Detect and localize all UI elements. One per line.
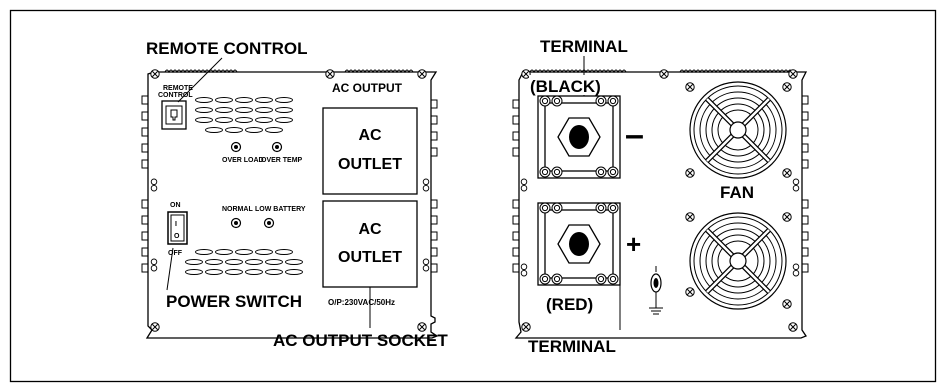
- screw-icon: [150, 322, 160, 332]
- black-label: (BLACK): [530, 77, 601, 96]
- over-temp-led-icon: [271, 141, 283, 153]
- power-switch-callout-bg: [163, 290, 323, 310]
- rear-top-scallops-right: [679, 69, 793, 74]
- screw-icon: [150, 69, 160, 79]
- screw-icon: [659, 69, 669, 79]
- top-vent-scallops-left: [164, 69, 238, 74]
- terminal-top-callout: TERMINAL: [540, 37, 628, 56]
- screw-icon: [788, 322, 798, 332]
- fan-label-bg: [711, 180, 763, 202]
- screw-icon: [417, 69, 427, 79]
- switch-off-label: OFF: [168, 250, 183, 257]
- screw-icon: [788, 69, 798, 79]
- normal-label: NORMAL: [222, 206, 253, 213]
- remote-port-label-line2: CONTROL: [158, 92, 193, 99]
- screw-icon: [685, 168, 695, 178]
- screw-icon: [325, 69, 335, 79]
- black-label-bg: [529, 75, 617, 95]
- ac-outlet-bottom[interactable]: AC OUTLET: [322, 200, 418, 288]
- over-load-label: OVER LOAD: [222, 157, 264, 164]
- ground-icon: [649, 266, 663, 315]
- screw-icon: [782, 82, 792, 92]
- ac-output-socket-callout: AC OUTPUT SOCKET: [273, 331, 448, 350]
- red-label-bg: [543, 293, 607, 313]
- fan-label: FAN: [720, 183, 754, 202]
- positive-sign: +: [626, 229, 641, 259]
- svg-text:AC: AC: [358, 127, 382, 144]
- rear-right-edge-notches: [802, 95, 809, 273]
- remote-control-leader-line: [177, 57, 223, 103]
- fan-bottom-icon: [690, 213, 786, 309]
- low-battery-led-icon: [263, 217, 275, 229]
- ac-outlet-top[interactable]: AC OUTLET: [322, 107, 418, 195]
- svg-text:OUTLET: OUTLET: [338, 156, 402, 173]
- screw-icon: [685, 212, 695, 222]
- svg-text:O: O: [174, 233, 180, 240]
- screw-icon: [685, 82, 695, 92]
- over-temp-label: OVER TEMP: [261, 157, 303, 164]
- left-edge-notches: [141, 95, 148, 273]
- svg-text:AC: AC: [358, 221, 382, 238]
- ac-output-heading: AC OUTPUT: [332, 81, 403, 95]
- red-label: (RED): [546, 295, 593, 314]
- screw-icon: [521, 69, 531, 79]
- normal-led-icon: [230, 217, 242, 229]
- screw-icon: [685, 287, 695, 297]
- screw-icon: [521, 322, 531, 332]
- front-panel: REMOTE CONTROL OVER LOAD OVER TEMP NORMA…: [141, 39, 448, 350]
- power-switch[interactable]: I O: [167, 211, 188, 245]
- remote-control-port[interactable]: [161, 100, 187, 130]
- svg-text:I: I: [175, 221, 177, 228]
- negative-terminal[interactable]: [537, 95, 621, 179]
- remote-port-label-line1: REMOTE: [163, 85, 193, 92]
- remote-control-callout: REMOTE CONTROL: [146, 39, 308, 58]
- screw-icon: [782, 299, 792, 309]
- screw-icon: [417, 322, 427, 332]
- over-load-led-icon: [230, 141, 242, 153]
- rear-left-edge-notches: [512, 99, 519, 273]
- terminal-bottom-callout: TERMINAL: [528, 337, 616, 356]
- rear-panel: – + FAN TERMINAL (BLACK) (RED: [512, 37, 809, 356]
- negative-sign: –: [625, 116, 644, 154]
- output-rating-label: O/P:230VAC/50Hz: [328, 298, 395, 307]
- screw-icon: [782, 212, 792, 222]
- fan-top-icon: [690, 82, 786, 178]
- positive-terminal[interactable]: [537, 202, 621, 286]
- power-switch-callout: POWER SWITCH: [166, 292, 302, 311]
- diagram-frame: [9, 9, 937, 383]
- top-vent-scallops-right: [344, 69, 414, 74]
- screw-icon: [782, 168, 792, 178]
- low-battery-label: LOW BATTERY: [255, 206, 306, 213]
- right-edge-notches: [431, 99, 438, 273]
- rear-top-scallops-left: [529, 69, 627, 74]
- switch-on-label: ON: [170, 202, 181, 209]
- power-switch-leader-line: [166, 247, 174, 291]
- svg-text:OUTLET: OUTLET: [338, 249, 402, 266]
